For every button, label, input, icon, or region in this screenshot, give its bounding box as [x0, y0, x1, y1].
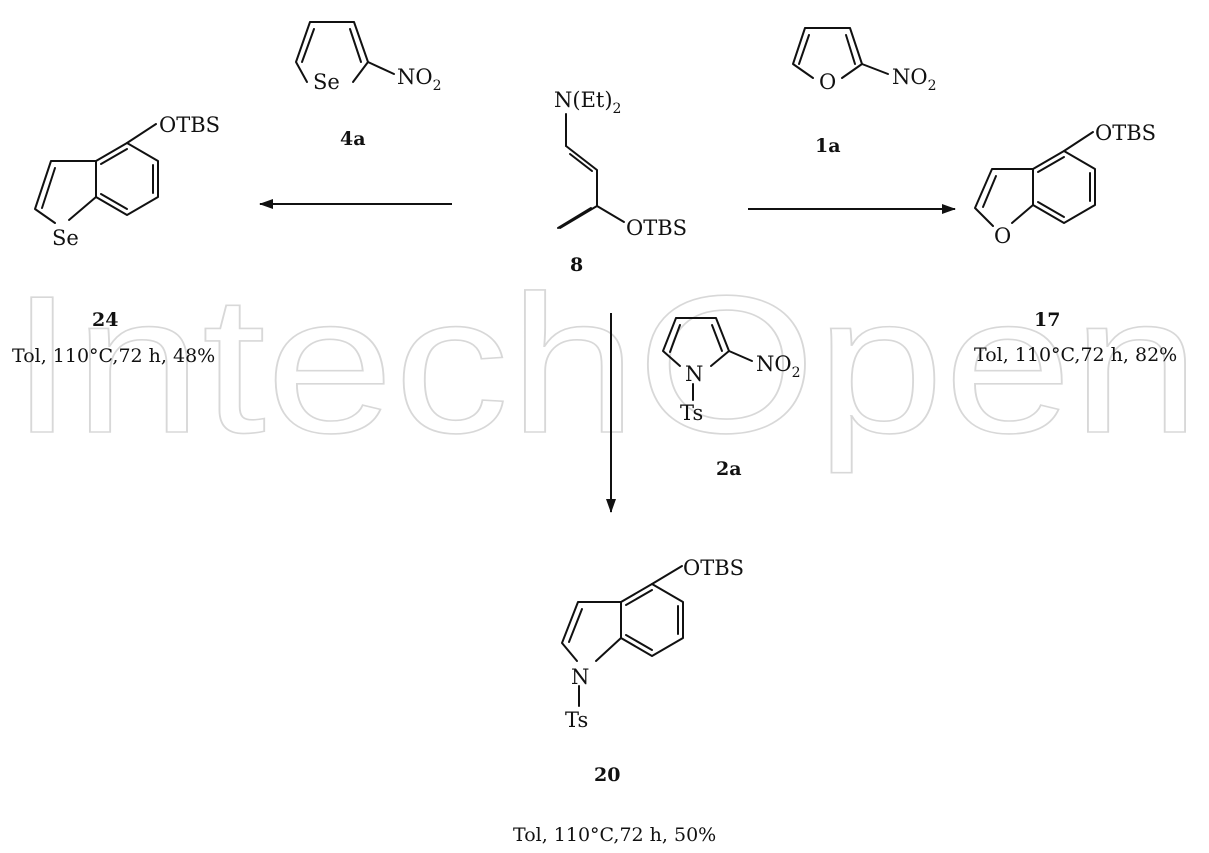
diene-inner-double-bonds [557, 153, 593, 229]
pyrrole-n-label: N [685, 362, 703, 386]
selenophene-reagent: Se NO2 4a [295, 21, 442, 150]
selenophene-no2-bond [367, 61, 395, 75]
conditions-20: Tol, 110°C,72 h, 50% [513, 824, 716, 846]
nitro-label-2a: NO2 [756, 352, 801, 381]
pyrrole-ts-label: Ts [680, 401, 703, 425]
conditions-17: Tol, 110°C,72 h, 82% [974, 344, 1177, 366]
selenophene-double-bonds [301, 28, 362, 63]
indole-ts-label: Ts [565, 708, 588, 732]
nitro-label-1a: NO2 [892, 65, 937, 94]
benzofuran-product: O OTBS 17 Tol, 110°C,72 h, 82% [974, 121, 1177, 366]
compound-number-2a: 2a [716, 458, 742, 480]
diethylamino-label: N(Et)2 [554, 88, 621, 117]
furan-reagent: O NO2 1a [792, 27, 937, 157]
indole-otbs-label: OTBS [683, 556, 744, 580]
indole-benzene-double-bonds [625, 589, 679, 651]
selenium-label: Se [313, 70, 340, 94]
diene-chain [559, 145, 625, 229]
selenophene-ring-bonds [295, 21, 369, 83]
benzoselenophene-otbs-label: OTBS [159, 113, 220, 137]
pyrrole-double-bonds [669, 324, 723, 353]
benzofuran-five-ring-double-bond [982, 175, 997, 208]
benzofuran-benzene-double-bonds [1037, 156, 1091, 218]
furan-double-bonds [798, 34, 856, 65]
compound-number-24: 24 [92, 309, 118, 331]
diene-8: N(Et)2 OTBS 8 [554, 88, 687, 276]
furan-ring-bonds [792, 27, 863, 79]
pyrrole-ring-bonds [662, 317, 730, 367]
benzoselenophene-benzene-ring [95, 142, 159, 216]
indole-benzene-ring [620, 583, 684, 657]
benzofuran-benzene-ring [1032, 150, 1096, 224]
benzoselenophene-product: Se OTBS 24 Tol, 110°C,72 h, 48% [12, 113, 220, 367]
furan-no2-bond [861, 63, 889, 75]
compound-number-20: 20 [594, 764, 620, 786]
benzofuran-otbs-label: OTBS [1095, 121, 1156, 145]
benzoselenophene-five-ring [34, 160, 97, 224]
indole-n-label: N [571, 665, 589, 689]
benzofuran-o-label: O [994, 224, 1011, 248]
pyrrole-reagent: N NO2 Ts 2a [662, 317, 801, 480]
benzoselenophene-benzene-double-bonds [100, 148, 154, 210]
indole-five-ring [561, 601, 622, 662]
conditions-24: Tol, 110°C,72 h, 48% [12, 345, 215, 367]
nitro-label-4a: NO2 [397, 65, 442, 94]
indole-product: N OTBS Ts 20 Tol, 110°C,72 h, 50% [513, 556, 744, 846]
compound-number-17: 17 [1034, 309, 1060, 331]
benzofuran-five-ring [974, 168, 1034, 227]
benzoselenophene-se-label: Se [52, 226, 79, 250]
watermark: IntechOpen [10, 255, 1200, 474]
compound-number-4a: 4a [340, 128, 366, 150]
benzoselenophene-five-ring-double-bond [41, 167, 56, 209]
oxygen-label-1a: O [819, 70, 836, 94]
compound-number-8: 8 [570, 254, 583, 276]
indole-five-ring-double-bond [568, 608, 583, 643]
pyrrole-no2-bond [728, 350, 753, 362]
benzofuran-o-bond [1063, 131, 1094, 152]
diene-otbs-label: OTBS [626, 216, 687, 240]
benzoselenophene-o-bond [126, 123, 157, 144]
indole-o-bond [651, 565, 683, 585]
compound-number-1a: 1a [815, 135, 841, 157]
